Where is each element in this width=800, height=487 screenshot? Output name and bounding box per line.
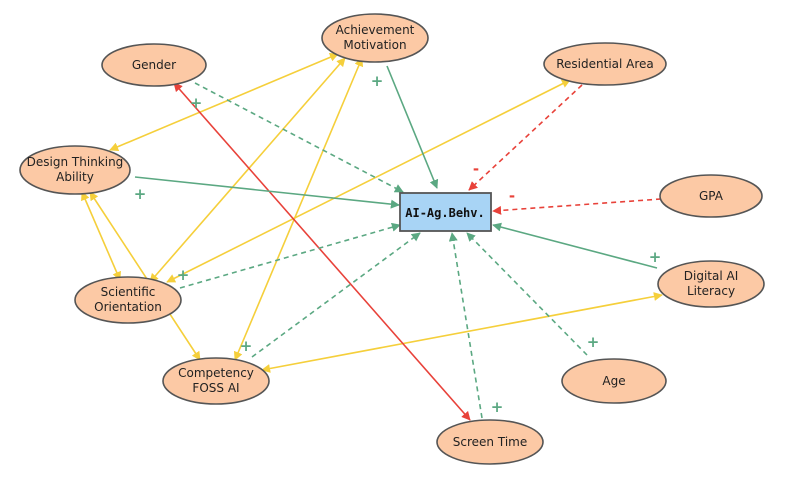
edge-design-center <box>134 176 400 209</box>
node-achievement-label-2: Motivation <box>343 38 406 52</box>
node-residential-shape <box>543 42 667 86</box>
sign-age-plus: + <box>587 333 600 351</box>
sign-screen-plus: + <box>491 398 504 416</box>
edge-scientific-residential <box>166 79 571 283</box>
edges-layer <box>81 52 663 421</box>
edge-design-scientific <box>81 191 121 281</box>
edge-gender-screen <box>173 82 471 421</box>
node-design-shape <box>19 145 131 195</box>
node-screen-label: Screen Time <box>453 435 527 449</box>
node-gender-shape <box>101 43 207 87</box>
node-design-label-2: Ability <box>56 170 94 184</box>
sign-competency-plus: + <box>240 337 253 355</box>
sign-design-plus: + <box>134 185 147 203</box>
sign-scientific-plus: + <box>177 266 190 284</box>
node-scientific: Scientific Orientation <box>74 276 182 324</box>
node-competency-label-2: FOSS AI <box>192 381 239 395</box>
node-gender-label: Gender <box>132 58 176 72</box>
edge-residential-center <box>468 84 583 191</box>
node-gpa: GPA <box>659 174 763 218</box>
node-competency-shape <box>162 357 270 405</box>
node-achievement-label-1: Achievement <box>336 23 415 37</box>
sign-digital-plus: + <box>649 248 662 266</box>
node-age: Age <box>561 358 667 404</box>
edge-competency-center <box>251 232 421 358</box>
signs-layer: + + + + + + + + - - <box>134 72 662 416</box>
node-scientific-label-2: Orientation <box>94 300 162 314</box>
sign-gender-plus: + <box>190 94 203 112</box>
sign-gpa-minus: - <box>509 187 515 205</box>
node-screen: Screen Time <box>436 419 544 465</box>
center-node-label: AI-Ag.Behv. <box>405 206 484 220</box>
edge-scientific-center <box>179 222 401 289</box>
edge-achievement-center <box>386 65 439 189</box>
edge-digital-center <box>492 222 658 269</box>
node-screen-shape <box>436 419 544 465</box>
node-gender: Gender <box>101 43 207 87</box>
node-competency: Competency FOSS AI <box>162 357 270 405</box>
nodes-layer: Gender Achievement Motivation Residentia… <box>19 13 765 465</box>
node-scientific-shape <box>74 276 182 324</box>
node-gpa-label: GPA <box>699 189 724 203</box>
center-node: AI-Ag.Behv. <box>399 192 492 232</box>
center-node-shape <box>399 192 492 232</box>
node-design-label-1: Design Thinking <box>27 155 124 169</box>
edge-gpa-center <box>492 198 662 215</box>
sign-residential-minus: - <box>473 160 479 178</box>
edge-gender-center <box>194 82 404 193</box>
node-gpa-shape <box>659 174 763 218</box>
node-digital-label-2: Literacy <box>687 284 735 298</box>
node-achievement-shape <box>321 13 429 63</box>
edge-screen-center <box>448 232 483 419</box>
node-residential-label: Residential Area <box>556 57 654 71</box>
edge-competency-achievement <box>233 57 364 361</box>
node-digital-shape <box>657 260 765 308</box>
node-age-label: Age <box>602 374 625 388</box>
node-design: Design Thinking Ability <box>19 145 131 195</box>
edge-age-center <box>466 232 588 356</box>
node-scientific-label-1: Scientific <box>101 285 156 299</box>
node-digital-label-1: Digital AI <box>684 269 738 283</box>
node-competency-label-1: Competency <box>178 366 254 380</box>
node-digital: Digital AI Literacy <box>657 260 765 308</box>
node-achievement: Achievement Motivation <box>321 13 429 63</box>
node-residential: Residential Area <box>543 42 667 86</box>
sign-achievement-plus: + <box>371 72 384 90</box>
node-age-shape <box>561 358 667 404</box>
